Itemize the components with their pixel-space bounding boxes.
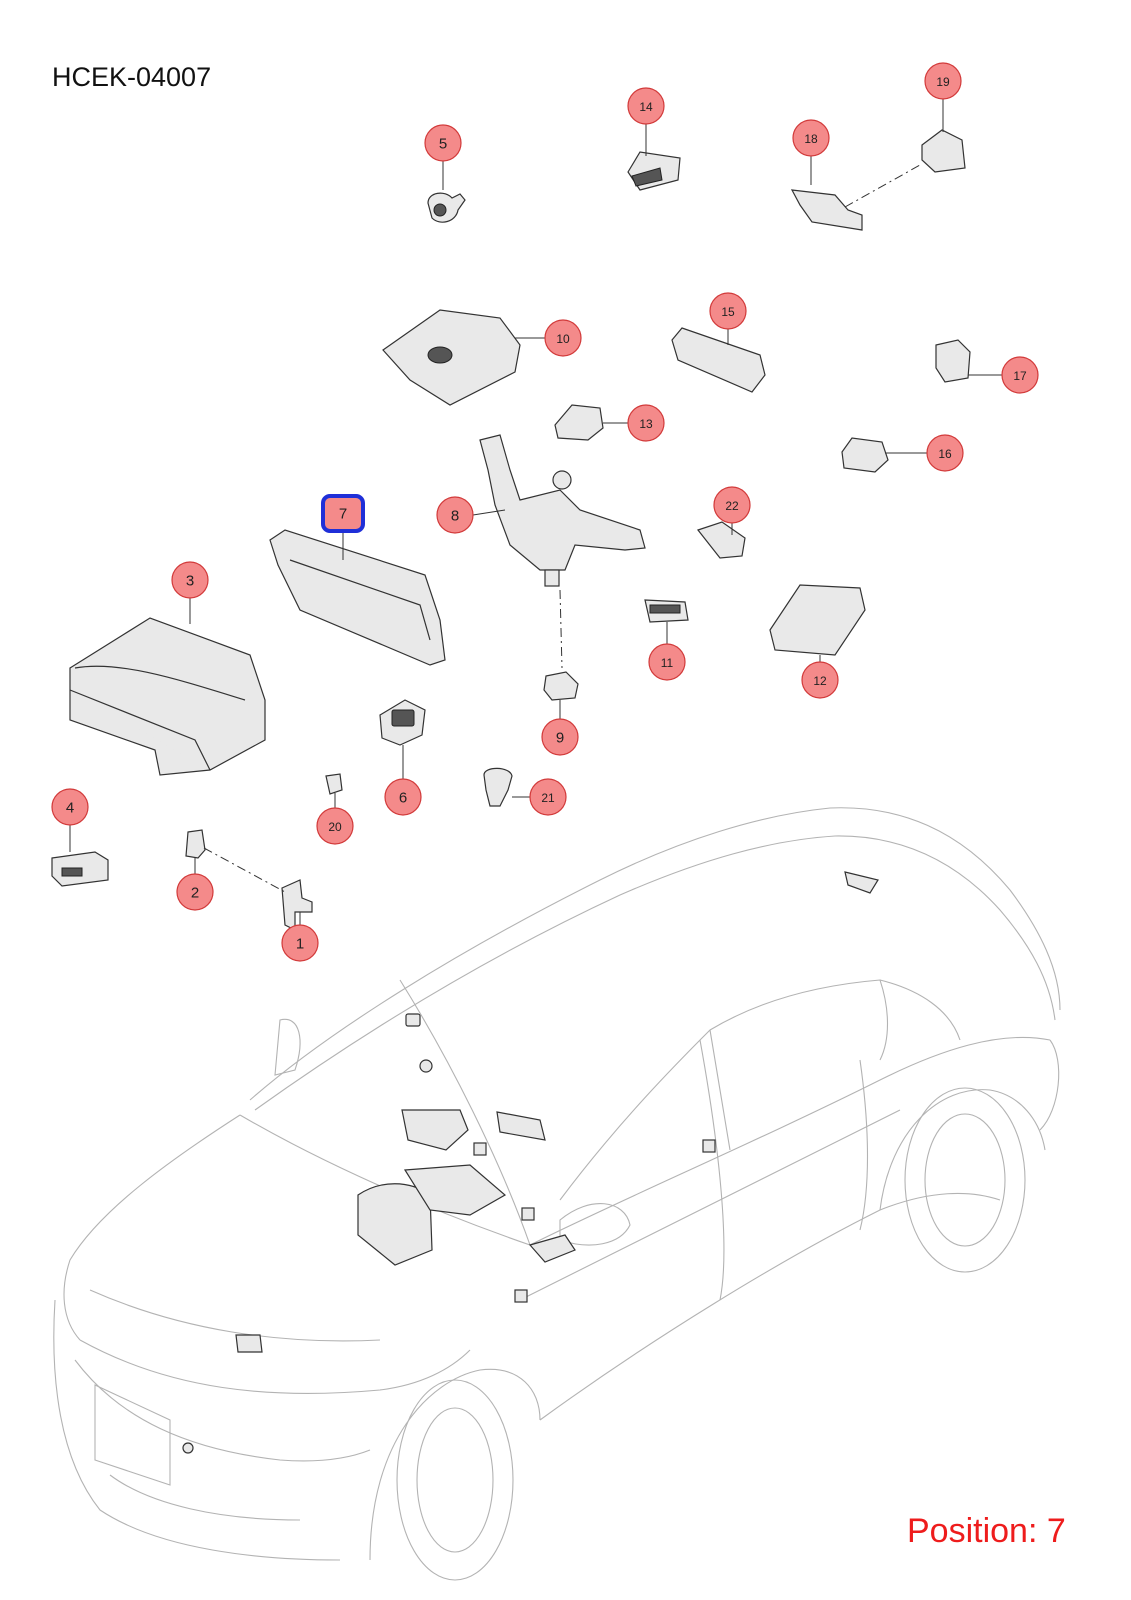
marker-label: 11 <box>661 656 674 670</box>
marker-label: 15 <box>721 305 735 319</box>
marker-label: 4 <box>66 800 74 817</box>
part-5-sensor <box>427 192 466 223</box>
part-18-bracket <box>790 189 863 231</box>
marker-circle <box>384 778 422 816</box>
marker-1[interactable]: 1 <box>281 924 319 962</box>
marker-label: 19 <box>936 75 950 89</box>
marker-label: 8 <box>451 508 459 525</box>
marker-13[interactable]: 13 <box>627 404 665 442</box>
marker-label: 17 <box>1013 369 1027 383</box>
marker-circle <box>424 124 462 162</box>
part-3-module <box>69 617 266 776</box>
selected-marker-highlight <box>321 494 365 533</box>
part-17-connector <box>935 339 971 383</box>
marker-circle <box>627 404 665 442</box>
part-22-connector <box>697 521 746 559</box>
car-part-icons <box>182 871 879 1454</box>
marker-5[interactable]: 5 <box>424 124 462 162</box>
marker-label: 16 <box>938 447 952 461</box>
marker-label: 10 <box>556 332 570 346</box>
part-drawings <box>51 129 971 931</box>
marker-label: 13 <box>639 417 653 431</box>
marker-2[interactable]: 2 <box>176 873 214 911</box>
marker-circle <box>316 807 354 845</box>
marker-label: 9 <box>556 730 564 747</box>
marker-label: 6 <box>399 790 407 807</box>
part-12-window-switch <box>769 584 866 656</box>
marker-circle <box>436 496 474 534</box>
marker-12[interactable]: 12 <box>801 661 839 699</box>
part-1-bracket <box>281 879 313 931</box>
marker-circle <box>171 561 209 599</box>
marker-circle <box>713 486 751 524</box>
marker-circle <box>51 788 89 826</box>
part-20-small-connector <box>325 773 343 795</box>
marker-19[interactable]: 19 <box>924 62 962 100</box>
car-outline <box>53 807 1061 1581</box>
marker-label: 7 <box>339 506 347 523</box>
marker-label: 21 <box>541 791 555 805</box>
marker-21[interactable]: 21 <box>529 778 567 816</box>
marker-4[interactable]: 4 <box>51 788 89 826</box>
diagram-code: HCEK-04007 <box>52 62 212 92</box>
part-8-combination-switch <box>479 434 646 571</box>
marker-circle <box>176 873 214 911</box>
marker-circle <box>924 62 962 100</box>
marker-8[interactable]: 8 <box>436 496 474 534</box>
marker-16[interactable]: 16 <box>926 434 964 472</box>
marker-circle <box>529 778 567 816</box>
marker-circle <box>709 292 747 330</box>
marker-20[interactable]: 20 <box>316 807 354 845</box>
part-16-switch <box>841 437 889 473</box>
marker-14[interactable]: 14 <box>627 87 665 125</box>
marker-11[interactable]: 11 <box>648 643 686 681</box>
marker-22[interactable]: 22 <box>713 486 751 524</box>
marker-label: 3 <box>186 573 194 590</box>
marker-circle <box>926 434 964 472</box>
marker-circle <box>627 87 665 125</box>
marker-circle <box>648 643 686 681</box>
marker-circle <box>1001 356 1039 394</box>
marker-label: 14 <box>639 100 653 114</box>
marker-circle <box>544 319 582 357</box>
marker-label: 12 <box>813 674 827 688</box>
marker-9[interactable]: 9 <box>541 718 579 756</box>
marker-6[interactable]: 6 <box>384 778 422 816</box>
marker-7[interactable]: 7 <box>321 494 365 533</box>
part-2-connector <box>185 829 206 859</box>
part-19-connector <box>921 129 966 173</box>
marker-18[interactable]: 18 <box>792 119 830 157</box>
part-9-connector <box>543 671 579 701</box>
part-13-switch <box>554 404 604 441</box>
marker-circle <box>792 119 830 157</box>
marker-10[interactable]: 10 <box>544 319 582 357</box>
marker-3[interactable]: 3 <box>171 561 209 599</box>
part-15-switch-strip <box>671 327 766 393</box>
marker-label: 1 <box>296 936 304 953</box>
part-21-socket <box>483 767 513 807</box>
marker-17[interactable]: 17 <box>1001 356 1039 394</box>
marker-label: 5 <box>439 136 447 153</box>
marker-15[interactable]: 15 <box>709 292 747 330</box>
marker-label: 20 <box>328 820 342 834</box>
marker-circle <box>281 924 319 962</box>
marker-circle <box>801 661 839 699</box>
marker-label: 2 <box>191 885 199 902</box>
marker-label: 18 <box>804 132 818 146</box>
marker-label: 22 <box>725 499 739 513</box>
position-label: Position: 7 <box>907 1512 1066 1550</box>
leader-lines <box>69 98 1003 928</box>
marker-circle <box>541 718 579 756</box>
